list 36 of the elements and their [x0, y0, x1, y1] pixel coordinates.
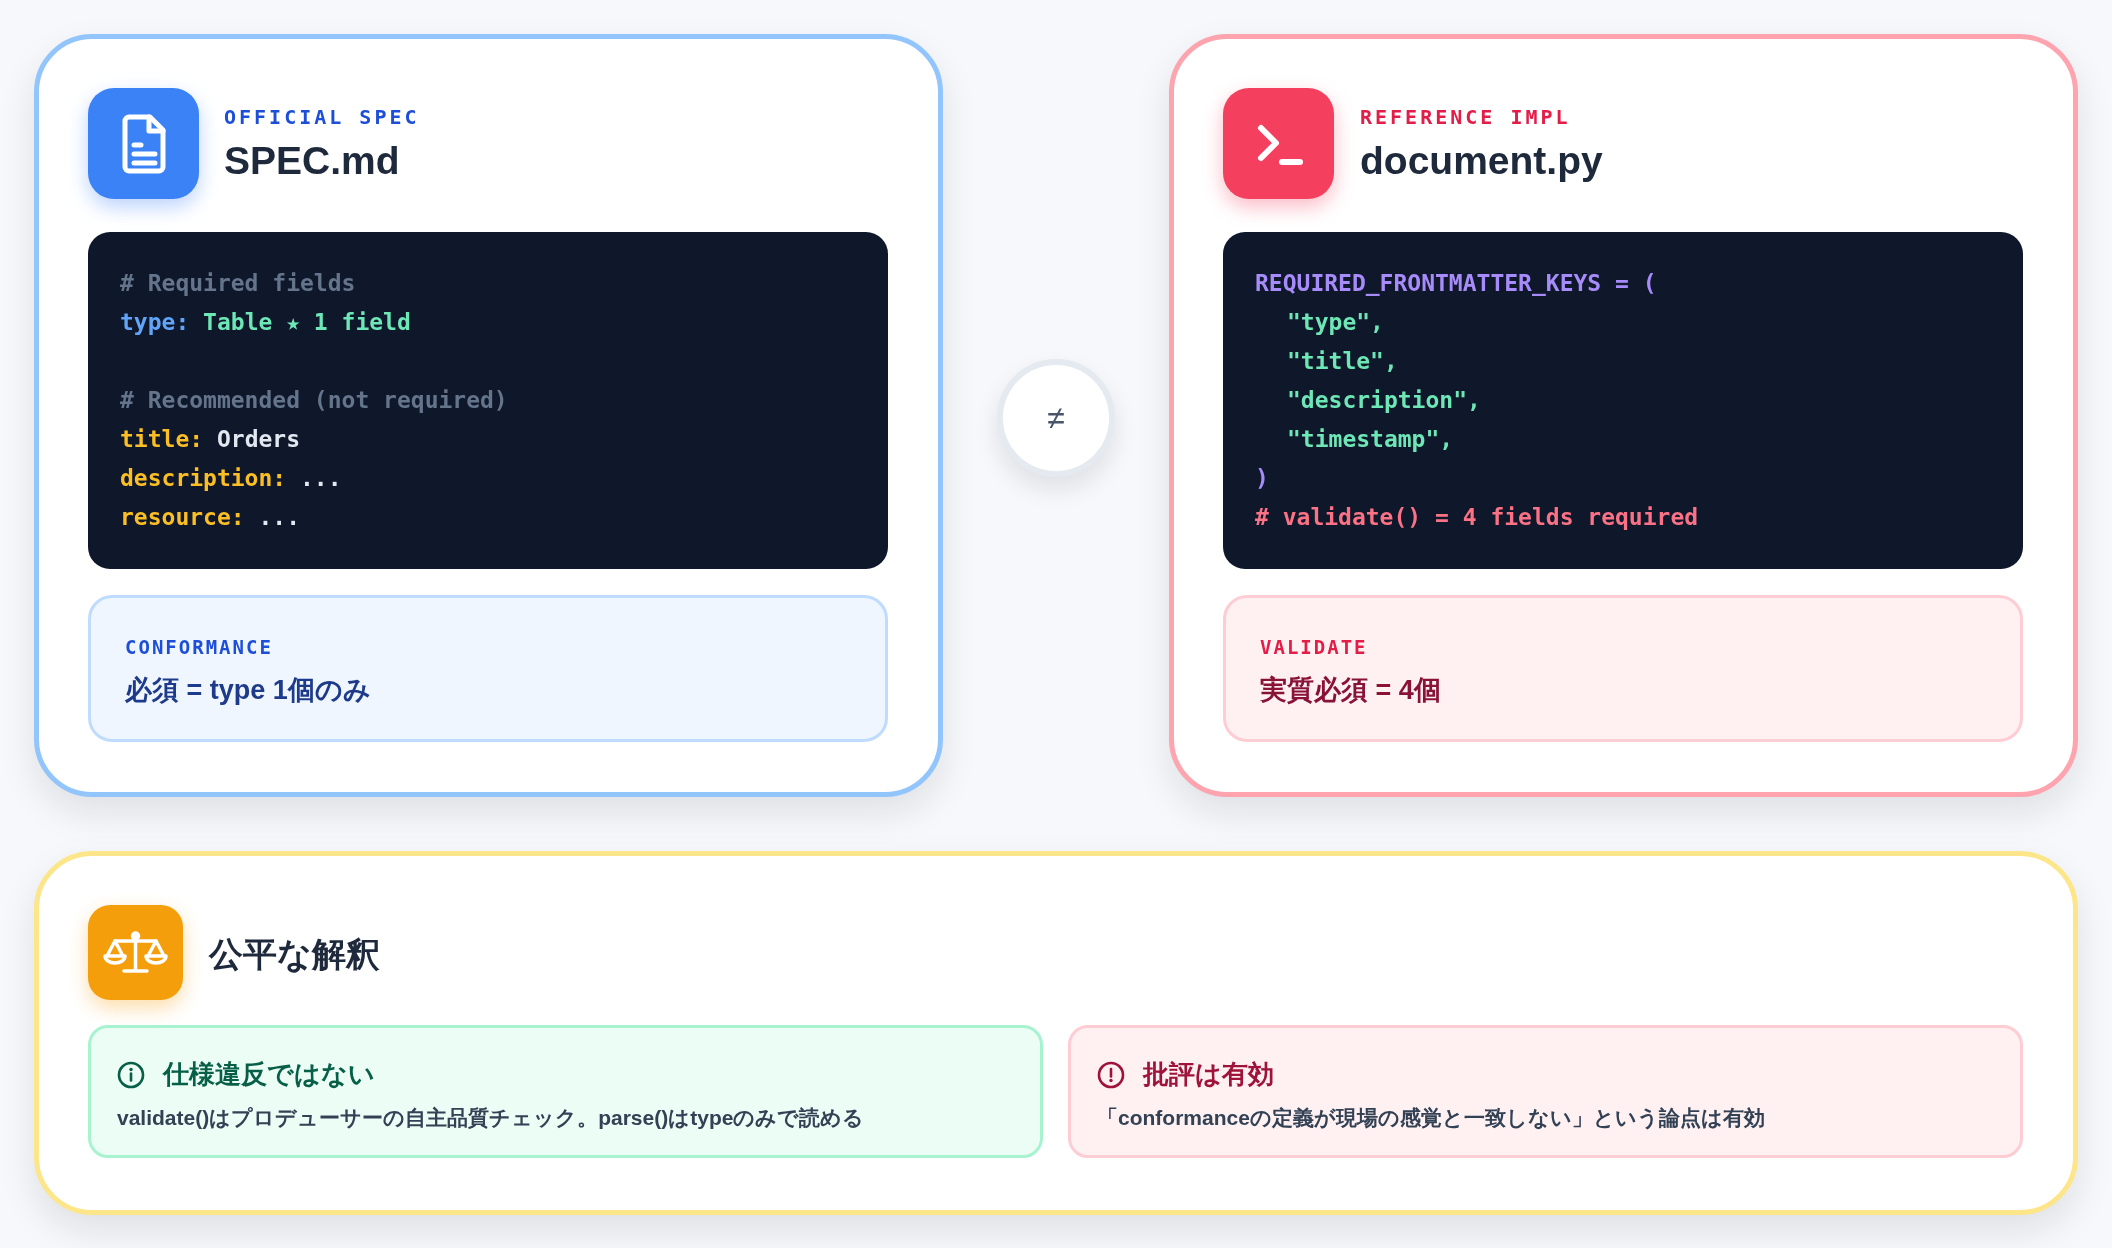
- code-line: "type",: [1287, 308, 1384, 337]
- code-line: # Recommended (not required): [120, 386, 508, 415]
- note-heading: 批評は有効: [1143, 1059, 1274, 1091]
- summary-text: 必須 = type 1個のみ: [125, 674, 371, 707]
- file-title: document.py: [1360, 138, 1603, 184]
- code-line: "description",: [1287, 386, 1481, 415]
- note-panel: [1068, 1025, 2023, 1158]
- summary-text: 実質必須 = 4個: [1260, 674, 1441, 707]
- code-line: ): [1255, 464, 1269, 493]
- code-line: "title",: [1287, 347, 1398, 376]
- code-block: [1223, 232, 2023, 569]
- file-title: SPEC.md: [224, 138, 400, 184]
- panel-label: CONFORMANCE: [125, 636, 273, 659]
- validation-panel: [1223, 595, 2023, 742]
- note-panel: [88, 1025, 1043, 1158]
- category-label: OFFICIAL SPEC: [224, 105, 420, 129]
- category-label: REFERENCE IMPL: [1360, 105, 1571, 129]
- not-equal-sign: ≠: [1047, 398, 1065, 438]
- note-heading: 仕様違反ではない: [163, 1059, 375, 1091]
- code-line: description: ...: [120, 464, 342, 493]
- code-line: type: Table ★ 1 field: [120, 308, 411, 337]
- implementation-card: [1169, 34, 2078, 797]
- conformance-panel: [88, 595, 888, 742]
- section-heading: 公平な解釈: [209, 934, 380, 975]
- code-line: "timestamp",: [1287, 425, 1454, 454]
- code-line: REQUIRED_FRONTMATTER_KEYS = (: [1255, 269, 1657, 298]
- panel-label: VALIDATE: [1260, 636, 1368, 659]
- code-line: resource: ...: [120, 503, 300, 532]
- spec-card: [34, 34, 943, 797]
- code-line: title: Orders: [120, 425, 301, 454]
- interpretation-card: [34, 851, 2078, 1215]
- note-text: validate()はプロデューサーの自主品質チェック。parse()はtypeのみで読める: [117, 1105, 865, 1131]
- note-text: 「conformanceの定義が現場の感覚と一致しない」という論点は有効: [1097, 1105, 1765, 1131]
- code-line: # Required fields: [120, 269, 356, 298]
- code-block: [88, 232, 888, 569]
- code-line: # validate() = 4 fields required: [1255, 503, 1699, 532]
